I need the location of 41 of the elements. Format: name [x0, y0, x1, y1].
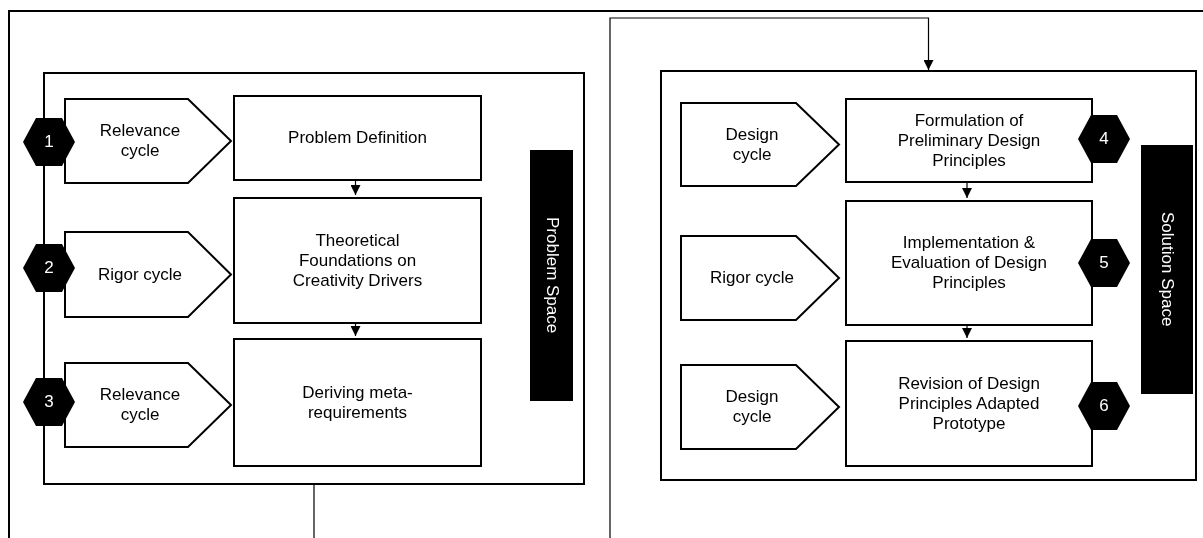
step-number: 2 — [44, 258, 54, 278]
panel-frame — [43, 72, 585, 485]
step-number-hexagon — [1078, 382, 1130, 430]
cycle-pentagon — [680, 235, 840, 321]
panel-frame — [660, 70, 1197, 481]
cycle-pentagon — [64, 98, 232, 184]
process-box — [845, 340, 1093, 467]
cycle-pentagon — [680, 102, 840, 187]
process-label: Theoretical Foundations on Creativity Drivers — [291, 230, 424, 291]
process-label: Revision of Design Principles Adapted Prototype — [897, 373, 1041, 434]
step-number: 6 — [1099, 396, 1109, 416]
cycle-pentagon — [64, 362, 232, 448]
cycle-pentagon — [64, 231, 232, 318]
cycle-label: Design cycle — [724, 387, 780, 427]
cycle-pentagon — [680, 364, 840, 450]
process-label: Problem Definition — [288, 128, 427, 148]
space-label-bar — [530, 150, 573, 401]
process-label: Deriving meta-requirements — [301, 382, 414, 423]
cycle-label: Rigor cycle — [97, 264, 183, 285]
process-label: Formulation of Preliminary Design Principles — [896, 110, 1042, 171]
step-number-hexagon — [1078, 239, 1130, 287]
step-number-hexagon — [23, 378, 75, 426]
process-label: Implementation & Evaluation of Design Principles — [890, 233, 1048, 293]
step-number-hexagon — [23, 244, 75, 292]
space-label: Solution Space — [1157, 212, 1177, 327]
step-number: 5 — [1099, 253, 1109, 273]
cycle-label: Rigor cycle — [709, 268, 795, 288]
cycle-label: Relevance cycle — [98, 385, 182, 425]
space-label-bar — [1141, 145, 1193, 394]
step-number-hexagon — [1078, 115, 1130, 163]
cycle-label: Design cycle — [724, 124, 780, 165]
cycle-label: Relevance cycle — [98, 121, 182, 161]
process-box — [233, 95, 482, 181]
step-number: 4 — [1099, 129, 1109, 149]
step-number: 1 — [44, 132, 54, 152]
arrow — [313, 17, 934, 538]
step-number: 3 — [44, 392, 54, 412]
step-number-hexagon — [23, 118, 75, 166]
space-label: Problem Space — [541, 217, 562, 334]
process-box — [845, 200, 1093, 326]
process-box — [845, 98, 1093, 183]
